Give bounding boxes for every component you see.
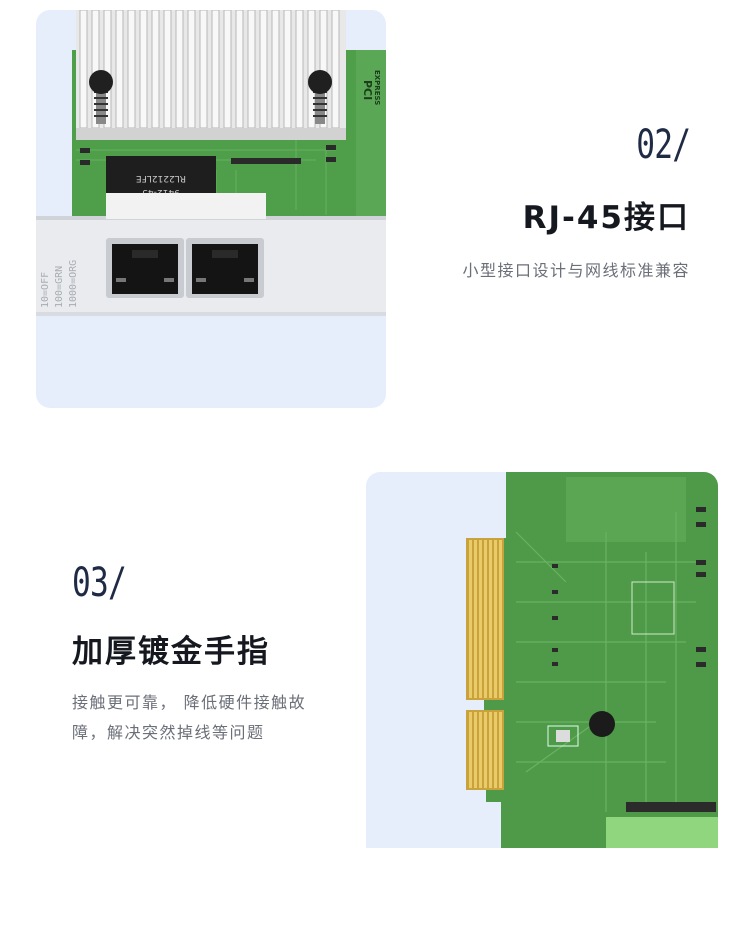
section-title-rj45: RJ-45接口 <box>522 200 690 236</box>
rj45-port-2 <box>186 238 264 298</box>
description-line-2: 障，解决突然掉线等问题 <box>72 723 265 742</box>
section-number-03: 03/ <box>72 560 127 606</box>
gold-finger-illustration <box>466 472 718 848</box>
bracket-label-3: 1000=ORG <box>68 260 79 308</box>
section-description-gold-finger: 接触更可靠， 降低硬件接触故 障，解决突然掉线等问题 <box>72 688 306 748</box>
heatsink-pin-left <box>89 70 113 124</box>
section-title-gold-finger: 加厚镀金手指 <box>72 634 270 670</box>
pci-logo: PCI <box>361 80 374 100</box>
gold-finger-product-image-card <box>366 472 718 848</box>
section-description-rj45: 小型接口设计与网线标准兼容 <box>462 261 690 280</box>
rj45-port-1 <box>106 238 184 298</box>
bracket-label-2: 100=GRN <box>54 266 65 308</box>
description-line-1: 接触更可靠， 降低硬件接触故 <box>72 693 307 712</box>
pci-express-label: EXPRESS <box>373 70 381 105</box>
section-number-02: 02/ <box>635 122 691 168</box>
chip-label-1: RL2212LFE <box>136 173 186 183</box>
heatsink-pin-right <box>308 70 332 124</box>
rj45-product-image-card: RL2212LFE 9412-45 <box>36 10 386 408</box>
chip-label-2: 9412-45 <box>142 187 180 197</box>
network-card-illustration: RL2212LFE 9412-45 <box>36 10 386 316</box>
bracket-label-1: 10=OFF <box>40 272 51 308</box>
